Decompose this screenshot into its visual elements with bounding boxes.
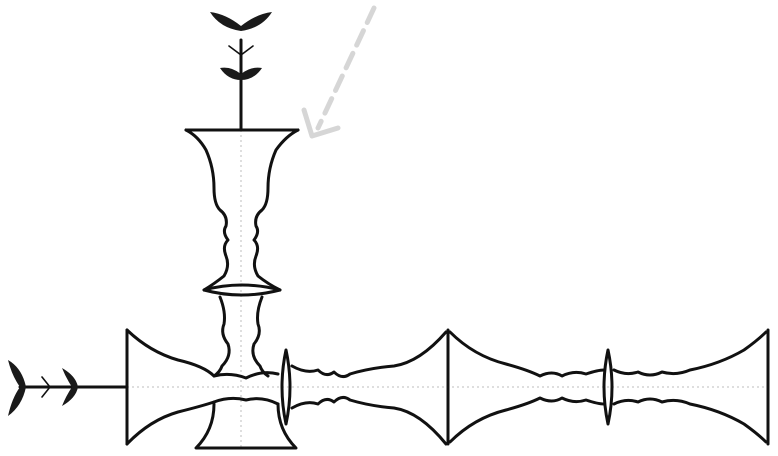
- horizontal-vase-row: [127, 330, 770, 448]
- horizontal-arrow-icon: [8, 360, 127, 416]
- dashed-pointer-arrow: [304, 8, 374, 136]
- vertical-arrow-icon: [210, 12, 272, 130]
